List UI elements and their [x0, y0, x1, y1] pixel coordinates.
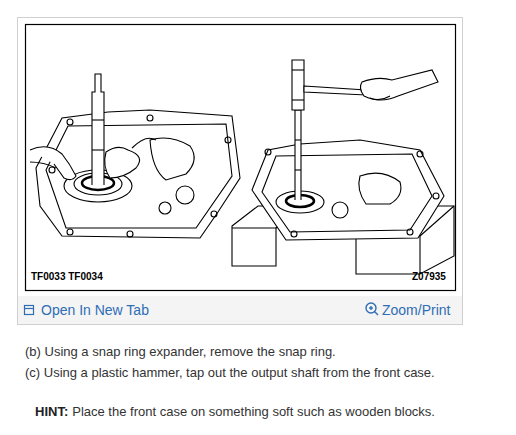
toolbar [18, 296, 462, 324]
zoom-icon [366, 303, 378, 315]
figure-code: Z07935 [412, 271, 446, 283]
instruction-step: (b) Using a snap ring expander, remove t… [25, 344, 336, 360]
link-text: Open In New Tab [41, 302, 149, 319]
drawing-border [26, 25, 456, 291]
instruction-step: (c) Using a plastic hammer, tap out the … [25, 365, 435, 381]
hint-heading: HINT: [35, 404, 68, 420]
figure-code: TF0033 TF0034 [31, 271, 103, 283]
front-case-right [232, 60, 454, 274]
image-frame [18, 18, 463, 325]
link-text: Zoom/Print [382, 302, 450, 319]
open-tab-icon [25, 306, 34, 315]
hint-text: Place the front case on something soft s… [72, 404, 435, 420]
front-case-left [30, 74, 240, 238]
